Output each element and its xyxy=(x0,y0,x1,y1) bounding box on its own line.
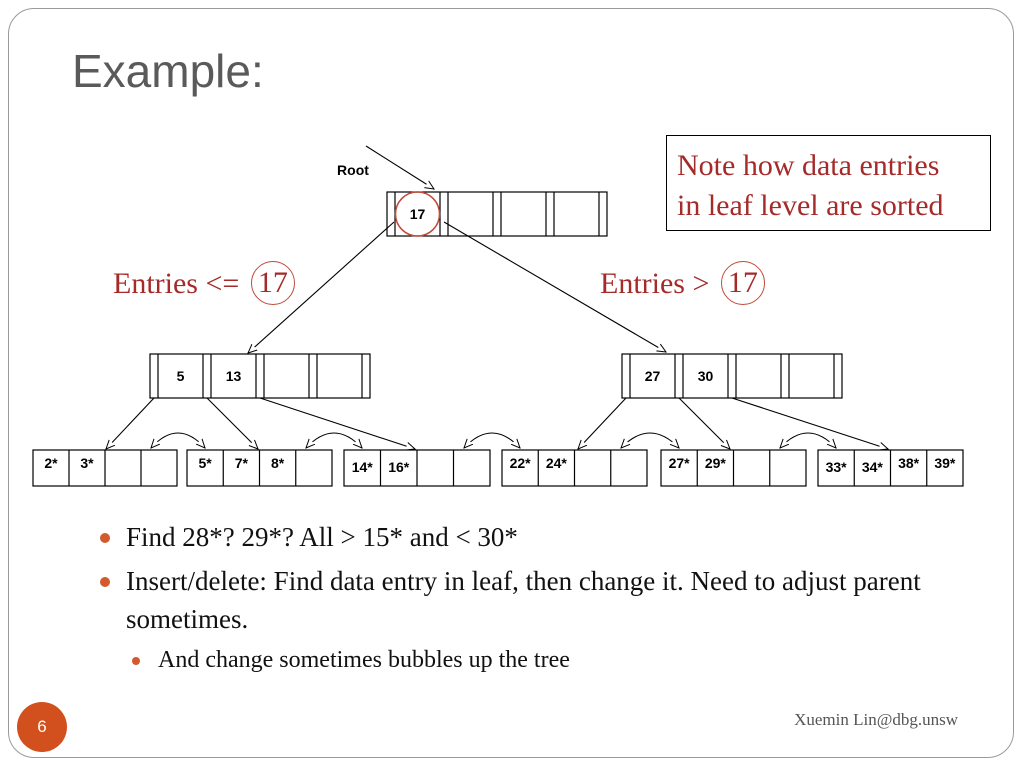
leaf-entry-27star: 27* xyxy=(669,455,691,471)
edge-internal-to-leaf-3 xyxy=(259,397,415,449)
leaf-sibling-link-2 xyxy=(306,432,362,448)
leaf-entry-8star: 8* xyxy=(271,455,285,471)
leaf-entry-39star: 39* xyxy=(934,455,956,471)
footer-credit: Xuemin Lin@dbg.unsw xyxy=(794,710,958,729)
edge-root-to-left xyxy=(248,221,395,353)
bullet-text-1: Find 28*? 29*? All > 15* and < 30* xyxy=(126,522,518,552)
edge-internal-to-leaf-4 xyxy=(578,397,627,449)
bullet-dot xyxy=(100,533,110,543)
internal-node-left-key-13: 13 xyxy=(226,368,242,384)
leaf-entry-29star: 29* xyxy=(705,455,727,471)
leaf-sibling-link-4 xyxy=(621,432,679,448)
leaf-entry-34star: 34* xyxy=(862,459,884,475)
bullet-dot xyxy=(132,657,140,665)
entries-right-label: Entries > 17 xyxy=(600,261,765,308)
bullet-item-1: Find 28*? 29*? All > 15* and < 30* xyxy=(100,518,980,556)
root-node-key-17: 17 xyxy=(410,206,426,222)
leaf-sibling-link-1 xyxy=(151,432,205,448)
root-label: Root xyxy=(337,162,369,178)
entries-left-text: Entries <= xyxy=(113,266,240,300)
bullet-item-2: Insert/delete: Find data entry in leaf, … xyxy=(100,562,980,638)
bullet-text-2: Insert/delete: Find data entry in leaf, … xyxy=(126,566,921,634)
edge-internal-to-leaf-5 xyxy=(678,397,730,449)
internal-node-left-outline xyxy=(149,353,371,399)
leaf-entry-33star: 33* xyxy=(826,459,848,475)
leaf-entry-2star: 2* xyxy=(44,455,58,471)
bullet-list: Find 28*? 29*? All > 15* and < 30* Inser… xyxy=(100,518,980,680)
entries-left-label: Entries <= 17 xyxy=(113,261,295,308)
internal-node-right-outline xyxy=(621,353,843,399)
leaf-entry-38star: 38* xyxy=(898,455,920,471)
entries-left-circled-key: 17 xyxy=(250,261,295,305)
leaf-entry-5star: 5* xyxy=(199,455,213,471)
internal-node-left-key-5: 5 xyxy=(177,368,185,384)
edge-internal-to-leaf-2 xyxy=(206,397,258,449)
leaf-entry-22star: 22* xyxy=(510,455,532,471)
edge-root-to-right xyxy=(443,221,666,352)
bullet-dot xyxy=(100,577,110,587)
leaf-sibling-link-3 xyxy=(464,432,520,448)
bullet-text-3: And change sometimes bubbles up the tree xyxy=(158,647,570,673)
page-number: 6 xyxy=(17,702,67,752)
root-node-outline xyxy=(386,191,608,237)
slide-frame xyxy=(8,8,1014,758)
leaf-entry-7star: 7* xyxy=(235,455,249,471)
leaf-sibling-link-5 xyxy=(780,432,836,448)
entries-right-circled-key: 17 xyxy=(720,261,765,305)
slide-title: Example: xyxy=(72,45,264,97)
entries-right-text: Entries > xyxy=(600,266,710,300)
leaf-entry-24star: 24* xyxy=(546,455,568,471)
bullet-item-3: And change sometimes bubbles up the tree xyxy=(132,640,980,680)
edge-internal-to-leaf-1 xyxy=(106,397,155,449)
note-line-1: Note how data entries xyxy=(677,149,940,182)
root-key-highlight-circle xyxy=(394,191,441,237)
leaf-entry-14star: 14* xyxy=(352,459,374,475)
root-pointer-arrow xyxy=(365,145,434,189)
note-line-2: in leaf level are sorted xyxy=(677,189,944,222)
internal-node-right-key-27: 27 xyxy=(645,368,661,384)
note-box: Note how data entries in leaf level are … xyxy=(666,135,991,231)
internal-node-right-key-30: 30 xyxy=(698,368,714,384)
leaf-entry-3star: 3* xyxy=(80,455,94,471)
edge-internal-to-leaf-6 xyxy=(731,397,888,449)
leaf-entry-16star: 16* xyxy=(388,459,410,475)
